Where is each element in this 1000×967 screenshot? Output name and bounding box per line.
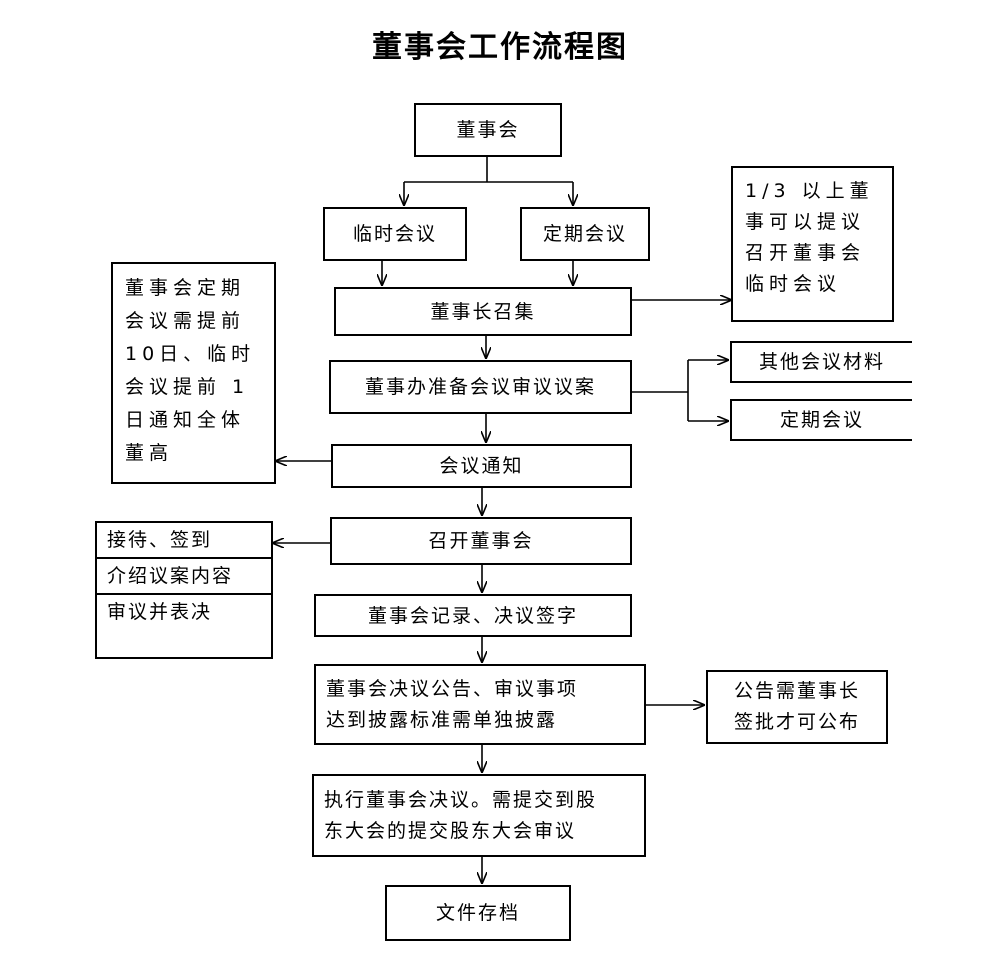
announce-note-line: 公告需董事长 [733, 680, 860, 702]
regular-meeting-label: 定期会议 [542, 223, 627, 245]
record-sign-label: 董事会记录、决议签字 [367, 604, 578, 627]
execute-line: 东大会的提交股东大会审议 [324, 819, 577, 842]
archive-label: 文件存档 [435, 902, 520, 924]
list-item: 介绍议案内容 [97, 559, 271, 595]
archive-node: 文件存档 [385, 885, 571, 941]
regular-meeting-2-node: 定期会议 [730, 399, 912, 441]
note-line: 10日、临时 [125, 343, 256, 365]
convene-steps-list: 接待、签到 介绍议案内容 审议并表决 [95, 521, 273, 659]
convene-board-label: 召开董事会 [428, 530, 534, 552]
announce-line: 达到披露标准需单独披露 [326, 708, 558, 731]
regular-meeting-node: 定期会议 [520, 207, 650, 261]
announce-note-node: 公告需董事长 签批才可公布 [706, 670, 888, 744]
list-item: 接待、签到 [97, 523, 271, 559]
note-line: 日通知全体 [125, 409, 246, 431]
note-line: 临时会议 [745, 273, 842, 295]
meeting-notice-node: 会议通知 [331, 444, 632, 488]
convene-board-node: 召开董事会 [330, 517, 632, 565]
meeting-notice-label: 会议通知 [439, 455, 524, 477]
other-materials-label: 其他会议材料 [758, 351, 885, 373]
execute-node: 执行董事会决议。需提交到股 东大会的提交股东大会审议 [312, 774, 646, 857]
announce-line: 董事会决议公告、审议事项 [326, 677, 579, 700]
notice-note-node: 董事会定期 会议需提前 10日、临时 会议提前 1 日通知全体 董高 [111, 262, 276, 484]
chairman-convene-node: 董事长召集 [334, 287, 632, 336]
board-node: 董事会 [414, 103, 562, 157]
one-third-note-node: 1/3 以上董 事可以提议 召开董事会 临时会议 [731, 166, 894, 322]
note-line: 1/3 以上董 [745, 180, 874, 202]
announce-node: 董事会决议公告、审议事项 达到披露标准需单独披露 [314, 664, 646, 745]
temp-meeting-label: 临时会议 [352, 223, 437, 245]
board-node-label: 董事会 [456, 119, 520, 141]
office-prepare-node: 董事办准备会议审议议案 [329, 360, 632, 414]
record-sign-node: 董事会记录、决议签字 [314, 594, 632, 637]
regular-meeting-2-label: 定期会议 [779, 409, 864, 431]
note-line: 事可以提议 [745, 211, 866, 233]
note-line: 召开董事会 [745, 242, 866, 264]
note-line: 会议需提前 [125, 310, 246, 332]
other-materials-node: 其他会议材料 [730, 341, 912, 383]
page-title: 董事会工作流程图 [372, 30, 628, 65]
office-prepare-label: 董事办准备会议审议议案 [364, 376, 596, 398]
note-line: 会议提前 1 [125, 376, 250, 398]
chairman-convene-label: 董事长召集 [430, 300, 536, 323]
list-item: 审议并表决 [107, 601, 213, 623]
execute-line: 执行董事会决议。需提交到股 [324, 788, 598, 811]
temp-meeting-node: 临时会议 [323, 207, 467, 261]
announce-note-line: 签批才可公布 [733, 711, 860, 733]
note-line: 董事会定期 [125, 277, 246, 299]
note-line: 董高 [125, 442, 174, 464]
